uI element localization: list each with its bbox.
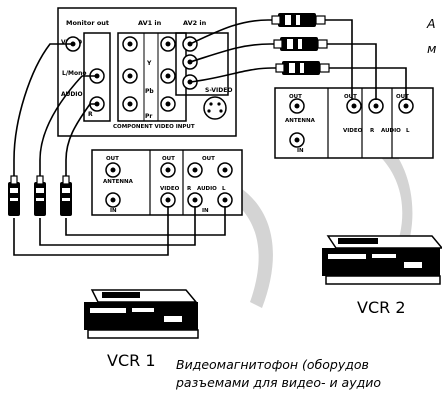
vcr1-caption: VCR 1 <box>107 351 156 370</box>
plugs-av2 <box>271 13 330 75</box>
vcr2-label-out-video: OUT <box>344 94 357 100</box>
vcr1-label-out-audio: OUT <box>202 156 215 162</box>
vcr2-label-audio: AUDIO <box>381 128 401 134</box>
vcr2-label-video: VIDEO <box>343 128 363 134</box>
vcr2-label-in: IN <box>297 148 304 154</box>
tv-label-component: COMPONENT VIDEO INPUT <box>113 124 195 130</box>
vcr2-label-r: R <box>370 128 375 134</box>
bottom-note-line2: разъемами для видео- и аудио <box>176 375 382 390</box>
tv-label-r: R <box>88 111 93 118</box>
tv-label-y: Y <box>146 60 152 67</box>
vcr2-device <box>322 235 442 285</box>
vcr2-back-panel: OUT ANTENNA IN OUT VIDEO OUT R AUDIO L <box>274 87 434 159</box>
swoosh-vcr1 <box>170 168 273 308</box>
vcr1-device <box>84 289 199 339</box>
vcr1-back-panel: OUT ANTENNA IN OUT VIDEO OUT R AUDIO L I… <box>91 149 243 216</box>
tv-label-audio: AUDIO <box>61 91 83 98</box>
vcr2-label-l: L <box>406 128 410 134</box>
tv-panel: Monitor out AV1 in AV2 in VIDEO L/Mono A… <box>57 7 237 137</box>
tv-label-l-mono: L/Mono <box>62 70 87 77</box>
top-note-line2: м <box>427 41 437 56</box>
vcr2-label-out-audio: OUT <box>396 94 409 100</box>
vcr1-label-in-audio: IN <box>202 208 209 214</box>
vcr2-caption: VCR 2 <box>357 298 406 317</box>
tv-label-pb: Pb <box>145 88 154 95</box>
vcr2-label-antenna: ANTENNA <box>285 118 316 124</box>
tv-label-av1-in: AV1 in <box>138 19 162 27</box>
tv-label-s-video: S-VIDEO <box>205 87 232 94</box>
vcr2-label-out-antenna: OUT <box>289 94 302 100</box>
vcr1-label-out-antenna: OUT <box>106 156 119 162</box>
tv-label-pr: Pr <box>145 113 152 120</box>
bottom-note-line1: Видеомагнитофон (оборудов <box>176 357 369 372</box>
vcr1-label-antenna: ANTENNA <box>103 179 134 185</box>
vcr1-label-l: L <box>222 186 226 192</box>
vcr1-label-out-video: OUT <box>162 156 175 162</box>
vcr1-label-audio: AUDIO <box>197 186 217 192</box>
top-note-line1: А <box>427 16 436 31</box>
tv-label-av2-in: AV2 in <box>183 19 207 27</box>
plugs-vcr1 <box>8 175 72 216</box>
vcr1-label-video: VIDEO <box>160 186 180 192</box>
tv-svideo-jack <box>203 96 227 120</box>
tv-label-monitor-out: Monitor out <box>66 19 109 27</box>
vcr1-label-r: R <box>187 186 192 192</box>
vcr1-label-in: IN <box>110 208 117 214</box>
cables-monitor-to-vcr1 <box>13 43 226 256</box>
